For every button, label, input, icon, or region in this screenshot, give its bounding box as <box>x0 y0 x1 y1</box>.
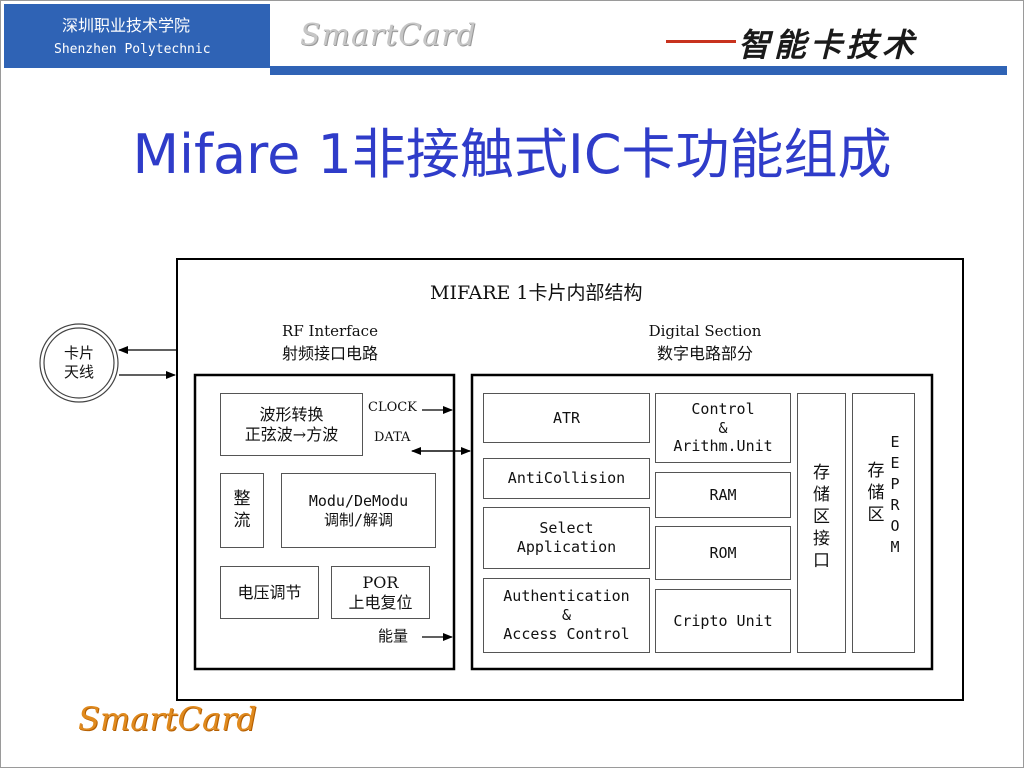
rf-section-box <box>193 373 456 671</box>
select-application-box: Select Application <box>483 507 650 569</box>
modem-box: Modu/DeModu 调制/解调 <box>281 473 436 548</box>
digital-label-cn: 数字电路部分 <box>656 344 753 363</box>
eeprom-char: E <box>890 433 900 451</box>
footer-logo-text: SmartCard <box>78 700 257 738</box>
control-arithm-box: Control & Arithm.Unit <box>655 393 791 463</box>
digital-section-box <box>470 373 934 671</box>
diagram-title: MIFARE 1卡片内部结构 <box>430 282 643 304</box>
page-title: Mifare 1非接触式IC卡功能组成 <box>132 123 892 186</box>
outer-box <box>176 258 964 701</box>
rectifier-box: 整 流 <box>220 473 264 548</box>
waveform-converter-box: 波形转换 正弦波→方波 <box>220 393 363 456</box>
header-logo-text: SmartCard <box>300 18 477 53</box>
school-name-en: Shenzhen Polytechnic <box>54 42 211 57</box>
eeprom-char: R <box>890 496 900 514</box>
storage-char: 存 <box>867 461 885 481</box>
header-red-line <box>666 40 736 43</box>
clock-label: CLOCK <box>368 400 417 415</box>
header-bar <box>270 66 1007 75</box>
storage-interface-char: 区 <box>813 507 830 527</box>
rom-box: ROM <box>655 526 791 580</box>
anticollision-box: AntiCollision <box>483 458 650 499</box>
storage-interface-box: 存 储 区 接 口 <box>797 393 846 653</box>
storage-interface-char: 口 <box>813 551 830 571</box>
atr-box: ATR <box>483 393 650 443</box>
data-label: DATA <box>374 430 411 445</box>
course-title: 智能卡技术 <box>738 26 919 64</box>
storage-interface-char: 储 <box>813 485 830 505</box>
storage-char: 区 <box>867 505 885 525</box>
eeprom-char: M <box>890 538 900 556</box>
rf-label-cn: 射频接口电路 <box>281 344 378 363</box>
ram-box: RAM <box>655 472 791 518</box>
school-name-cn: 深圳职业技术学院 <box>62 16 191 35</box>
antenna-outer-circle <box>39 323 119 403</box>
voltage-regulator-box: 电压调节 <box>220 566 319 619</box>
eeprom-char: E <box>890 454 900 472</box>
header-school-block: 深圳职业技术学院 Shenzhen Polytechnic <box>4 4 270 68</box>
eeprom-char: O <box>890 517 900 535</box>
antenna-inner-circle <box>43 327 115 399</box>
rf-label-en: RF Interface <box>282 322 378 340</box>
energy-label: 能量 <box>378 627 409 645</box>
power-on-reset-box: POR 上电复位 <box>331 566 430 619</box>
eeprom-storage-box: 存 储 区 E E P R O M <box>852 393 915 653</box>
antenna-label: 卡片 天线 <box>63 344 94 381</box>
storage-interface-char: 存 <box>813 463 830 483</box>
authentication-box: Authentication & Access Control <box>483 578 650 653</box>
digital-label-en: Digital Section <box>648 322 762 340</box>
storage-char: 储 <box>867 483 885 503</box>
eeprom-char: P <box>890 475 900 493</box>
cripto-unit-box: Cripto Unit <box>655 589 791 653</box>
storage-interface-char: 接 <box>813 529 830 549</box>
